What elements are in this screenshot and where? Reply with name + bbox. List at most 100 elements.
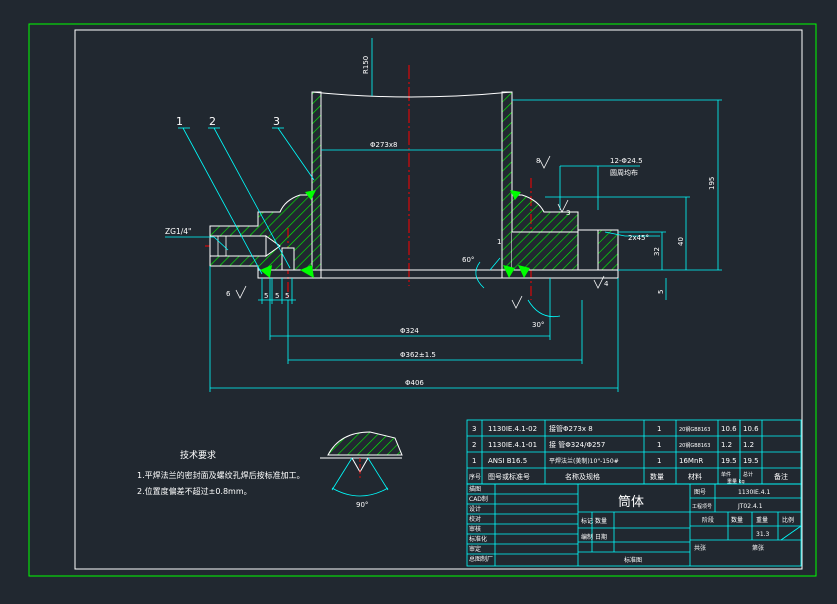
dim-holes-note: 圆周均布 xyxy=(610,168,638,177)
weld-mark xyxy=(503,265,515,278)
section-view xyxy=(205,65,619,300)
drill-tip xyxy=(265,235,281,257)
flange-right xyxy=(511,194,579,233)
bom-header-note: 备注 xyxy=(774,472,788,481)
mid-label: 数量 xyxy=(595,517,607,525)
bottom-caption: 标准图 xyxy=(624,556,642,564)
dim-324: Φ324 xyxy=(400,327,419,335)
saddle-curve xyxy=(311,91,513,98)
quantity-label: 数量 xyxy=(731,516,743,524)
bom-row-material: 20钢GB8163 xyxy=(679,442,710,449)
scale-label: 比例 xyxy=(782,516,794,524)
dim-40: 40 xyxy=(677,237,685,246)
bom-row-qty: 1 xyxy=(657,457,661,465)
bom-row-total-wt: 19.5 xyxy=(743,457,759,465)
mid-label: 日期 xyxy=(595,533,607,541)
bom-header-code: 图号或标准号 xyxy=(488,472,530,481)
bom-header-qty: 数量 xyxy=(650,472,664,481)
title-left-label: 描图 xyxy=(469,485,481,493)
balloon-2: 2 xyxy=(209,115,216,128)
bom-row-code: ANSI B16.5 xyxy=(488,457,527,465)
weld-mark xyxy=(260,265,272,278)
dim-5b: 5 xyxy=(275,292,279,300)
bom-row-qty: 1 xyxy=(657,441,661,449)
title-left-label: 总图制厂 xyxy=(469,555,493,563)
mid-label: 标记 xyxy=(581,517,593,525)
dimensions xyxy=(165,38,722,392)
drawing-title: 筒体 xyxy=(618,494,644,510)
dim-bore: Φ273x8 xyxy=(370,141,397,149)
dim-30: 30° xyxy=(532,321,544,329)
dim-small-3: 3 xyxy=(566,209,570,217)
tech-note-2: 2.位置度偏差不超过±0.8mm。 xyxy=(137,486,252,496)
bom-row-unit-wt: 19.5 xyxy=(721,457,737,465)
bom-row-qty: 1 xyxy=(657,425,661,433)
bom-header-material: 材料 xyxy=(688,472,702,481)
dim-angle-top: 8 xyxy=(536,157,540,165)
pipe-wall-right xyxy=(501,91,513,271)
bom-row-name: 接 管Φ324/Φ257 xyxy=(549,440,605,449)
weight-value: 31.3 xyxy=(756,531,770,538)
dim-5a: 5 xyxy=(264,292,268,300)
pipe-wall-left xyxy=(311,91,322,271)
title-left-label: 审核 xyxy=(469,525,481,533)
dim-small-6: 6 xyxy=(226,290,231,298)
drawing-no: 1130IE.4.1 xyxy=(738,489,770,496)
weld-mark xyxy=(510,190,521,200)
inner-frame xyxy=(74,29,803,570)
detail-angle: 90° xyxy=(356,501,368,509)
title-block xyxy=(466,483,802,567)
dim-chamfer: 2x45° xyxy=(628,234,649,242)
drawing-no-label: 图号 xyxy=(694,489,706,496)
bom-row-unit-wt: 10.6 xyxy=(721,425,737,433)
bom-row-no: 1 xyxy=(472,457,476,465)
weld-mark xyxy=(300,265,314,278)
bom-row-no: 2 xyxy=(472,441,476,449)
stage-label: 阶段 xyxy=(702,516,714,524)
bom-row-name: 平焊法兰(美制)10"-150# xyxy=(549,457,619,465)
weight-label: 重量 xyxy=(756,516,768,524)
title-left-label: 标准化 xyxy=(469,535,487,543)
title-block-text: 描图 CAD制 设计 校对 审核 标准化 审定 总图制厂 筒体 标记 数量 编制… xyxy=(469,485,794,564)
dimension-labels: ZG1/4" R150 Φ273x8 8 12-Φ24.5 圆周均布 2x45°… xyxy=(165,56,716,387)
bom-row-total-wt: 1.2 xyxy=(743,441,754,449)
title-left-label: CAD制 xyxy=(469,495,488,503)
balloon-3: 3 xyxy=(273,115,280,128)
balloon-1: 1 xyxy=(176,115,183,128)
bom-row-material: 16MnR xyxy=(679,457,703,465)
bom-row-code: 1130IE.4.1-01 xyxy=(488,441,537,449)
base-plate xyxy=(257,269,619,279)
bom-row-unit-wt: 1.2 xyxy=(721,441,732,449)
dim-60: 60° xyxy=(462,256,474,264)
bom-header-total-wt: 总计 xyxy=(743,471,753,478)
dim-r150: R150 xyxy=(362,56,370,74)
dim-5c: 5 xyxy=(285,292,289,300)
dim-height: 195 xyxy=(708,177,716,190)
bom-row-name: 接管Φ273x 8 xyxy=(549,424,593,433)
bom-header-weight: 重量 kg xyxy=(727,478,745,485)
tech-note-1: 1.平焊法兰的密封面及螺纹孔焊后按标准加工。 xyxy=(137,470,305,480)
sheet2-label: 第张 xyxy=(752,544,764,552)
sheet-label: 共张 xyxy=(694,544,706,552)
tech-notes-title: 技术要求 xyxy=(180,449,216,461)
title-left-label: 审定 xyxy=(469,545,481,553)
bom-header-unit-wt: 单件 xyxy=(721,471,731,478)
title-left-label: 校对 xyxy=(469,515,481,523)
dim-od: Φ406 xyxy=(405,379,424,387)
bom-header-name: 名称及规格 xyxy=(565,472,600,481)
bom-row-code: 1130IE.4.1-02 xyxy=(488,425,537,433)
dim-pcd: Φ362±1.5 xyxy=(400,351,436,359)
bom-header-no: 序号 xyxy=(469,473,481,481)
dim-small-4: 4 xyxy=(604,280,609,288)
project-no: JT02.4.1 xyxy=(737,503,763,510)
dim-holes: 12-Φ24.5 xyxy=(610,157,643,165)
weld-mark xyxy=(518,265,530,278)
bom-row-material: 20钢GB8163 xyxy=(679,426,710,433)
detail-view: 90° xyxy=(320,431,403,509)
bom-row-no: 3 xyxy=(472,425,476,433)
surface-marks xyxy=(235,155,605,309)
thread-label: ZG1/4" xyxy=(165,227,191,236)
dim-32: 32 xyxy=(653,247,661,256)
dim-5-right: 5 xyxy=(657,290,665,294)
